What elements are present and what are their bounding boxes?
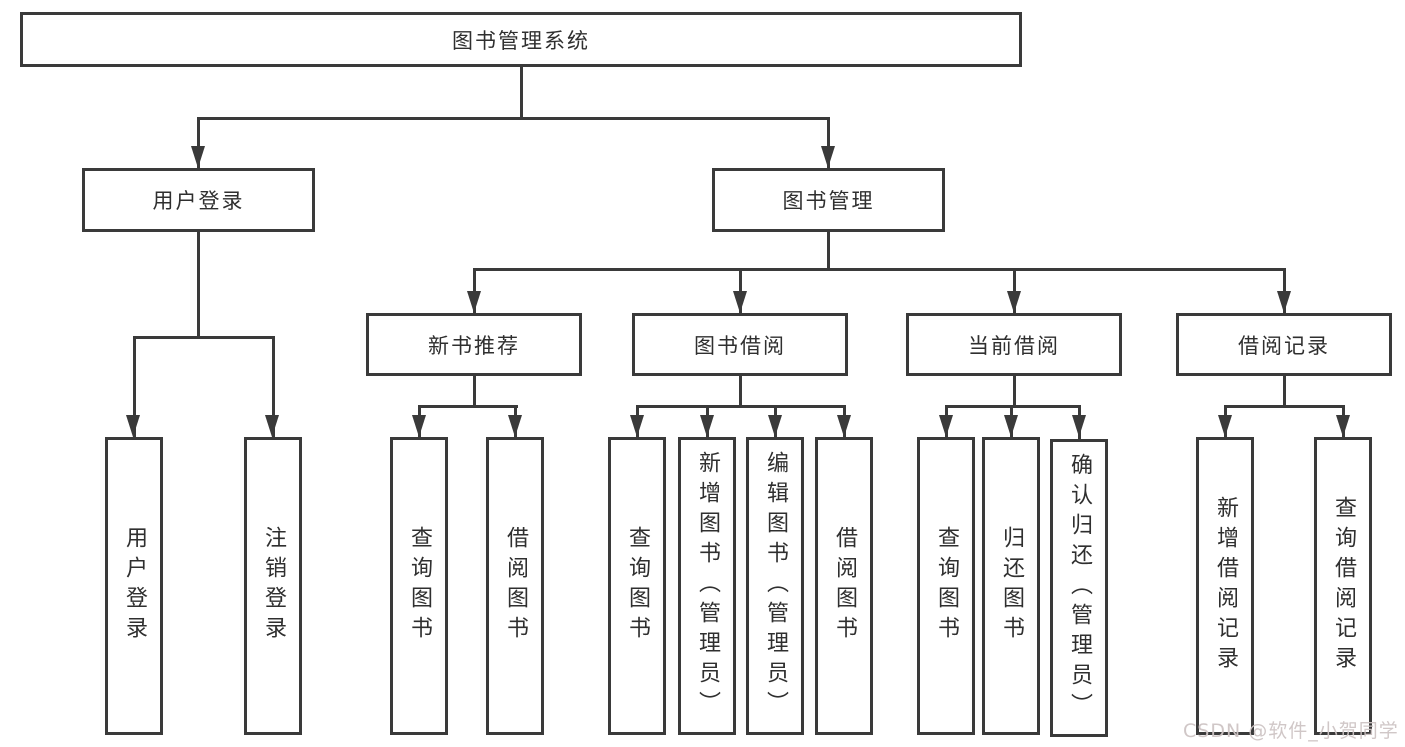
connector-newbook-hbar: [418, 405, 518, 408]
node-bb-edit-book-admin: 编辑图书（管理员）: [746, 437, 804, 735]
arrow-down-icon: [467, 291, 481, 313]
node-label: 图书管理: [782, 189, 875, 213]
node-label: 查询图书: [934, 526, 959, 646]
node-rec-add-record: 新增借阅记录: [1196, 437, 1254, 735]
node-label: 查询图书: [407, 526, 432, 646]
node-label: 用户登录: [122, 526, 147, 646]
arrow-down-icon: [1277, 291, 1291, 313]
arrow-down-icon: [630, 415, 644, 437]
node-label: 编辑图书（管理员）: [763, 451, 788, 721]
arrow-down-icon: [508, 415, 522, 437]
connector-borrow-hbar: [636, 405, 846, 408]
arrow-down-icon: [1218, 415, 1232, 437]
node-label: 图书管理系统: [452, 28, 590, 53]
node-cb-query-books: 查询图书: [917, 437, 975, 735]
connector-login-stem: [197, 232, 200, 339]
arrow-down-icon: [1072, 415, 1086, 437]
node-label: 查询借阅记录: [1331, 496, 1356, 676]
node-label: 图书借阅: [694, 333, 786, 358]
node-book-management: 图书管理: [712, 168, 945, 232]
node-borrowing-records: 借阅记录: [1176, 313, 1392, 376]
connector-current-stem: [1013, 376, 1016, 408]
connector-drop-mgmt: [827, 117, 830, 170]
connector-newbook-stem: [473, 376, 476, 408]
node-cb-return-books: 归还图书: [982, 437, 1040, 735]
connector-mgmt-hbar: [473, 268, 1286, 271]
connector-drop-login: [197, 117, 200, 170]
arrow-down-icon: [1336, 415, 1350, 437]
node-rec-query-record: 查询借阅记录: [1314, 437, 1372, 735]
node-current-borrowing: 当前借阅: [906, 313, 1122, 376]
connector-drop-logout: [272, 336, 275, 437]
node-label: 用户登录: [152, 189, 245, 213]
arrow-down-icon: [126, 415, 140, 437]
arrow-down-icon: [821, 146, 835, 168]
connector-drop-user-login: [133, 336, 136, 437]
node-label: 查询图书: [625, 526, 650, 646]
connector-root-hbar: [197, 117, 830, 120]
arrow-down-icon: [939, 415, 953, 437]
arrow-down-icon: [837, 415, 851, 437]
connector-current-hbar: [945, 405, 1081, 408]
arrow-down-icon: [700, 415, 714, 437]
connector-mgmt-stem: [827, 232, 830, 271]
arrow-down-icon: [1007, 291, 1021, 313]
node-book-borrowing: 图书借阅: [632, 313, 848, 376]
arrow-down-icon: [768, 415, 782, 437]
node-new-book-recommend: 新书推荐: [366, 313, 582, 376]
node-nb-query-books: 查询图书: [390, 437, 448, 735]
node-label: 新书推荐: [428, 333, 520, 358]
node-bb-query-books: 查询图书: [608, 437, 666, 735]
connector-records-stem: [1283, 376, 1286, 408]
node-label: 借阅图书: [503, 526, 528, 646]
connector-login-hbar: [133, 336, 275, 339]
node-nb-borrow-books: 借阅图书: [486, 437, 544, 735]
node-logout: 注销登录: [244, 437, 302, 735]
node-bb-borrow-books: 借阅图书: [815, 437, 873, 735]
node-user-login: 用户登录: [105, 437, 163, 735]
node-label: 注销登录: [261, 526, 286, 646]
arrow-down-icon: [412, 415, 426, 437]
connector-records-hbar: [1224, 405, 1345, 408]
arrow-down-icon: [265, 415, 279, 437]
arrow-down-icon: [1004, 415, 1018, 437]
node-user-login-branch: 用户登录: [82, 168, 315, 232]
node-library-management-system: 图书管理系统: [20, 12, 1022, 67]
node-label: 新增借阅记录: [1213, 496, 1238, 676]
arrow-down-icon: [733, 291, 747, 313]
node-label: 新增图书（管理员）: [695, 451, 720, 721]
csdn-watermark: CSDN @软件_小贺同学: [1183, 720, 1399, 742]
node-cb-confirm-return-admin: 确认归还（管理员）: [1050, 439, 1108, 737]
node-label: 当前借阅: [968, 333, 1060, 358]
node-label: 归还图书: [999, 526, 1024, 646]
node-label: 确认归还（管理员）: [1067, 453, 1092, 723]
node-label: 借阅图书: [832, 526, 857, 646]
connector-root-stem: [520, 67, 523, 117]
connector-borrow-stem: [739, 376, 742, 408]
arrow-down-icon: [191, 146, 205, 168]
node-bb-add-book-admin: 新增图书（管理员）: [678, 437, 736, 735]
node-label: 借阅记录: [1238, 333, 1330, 358]
